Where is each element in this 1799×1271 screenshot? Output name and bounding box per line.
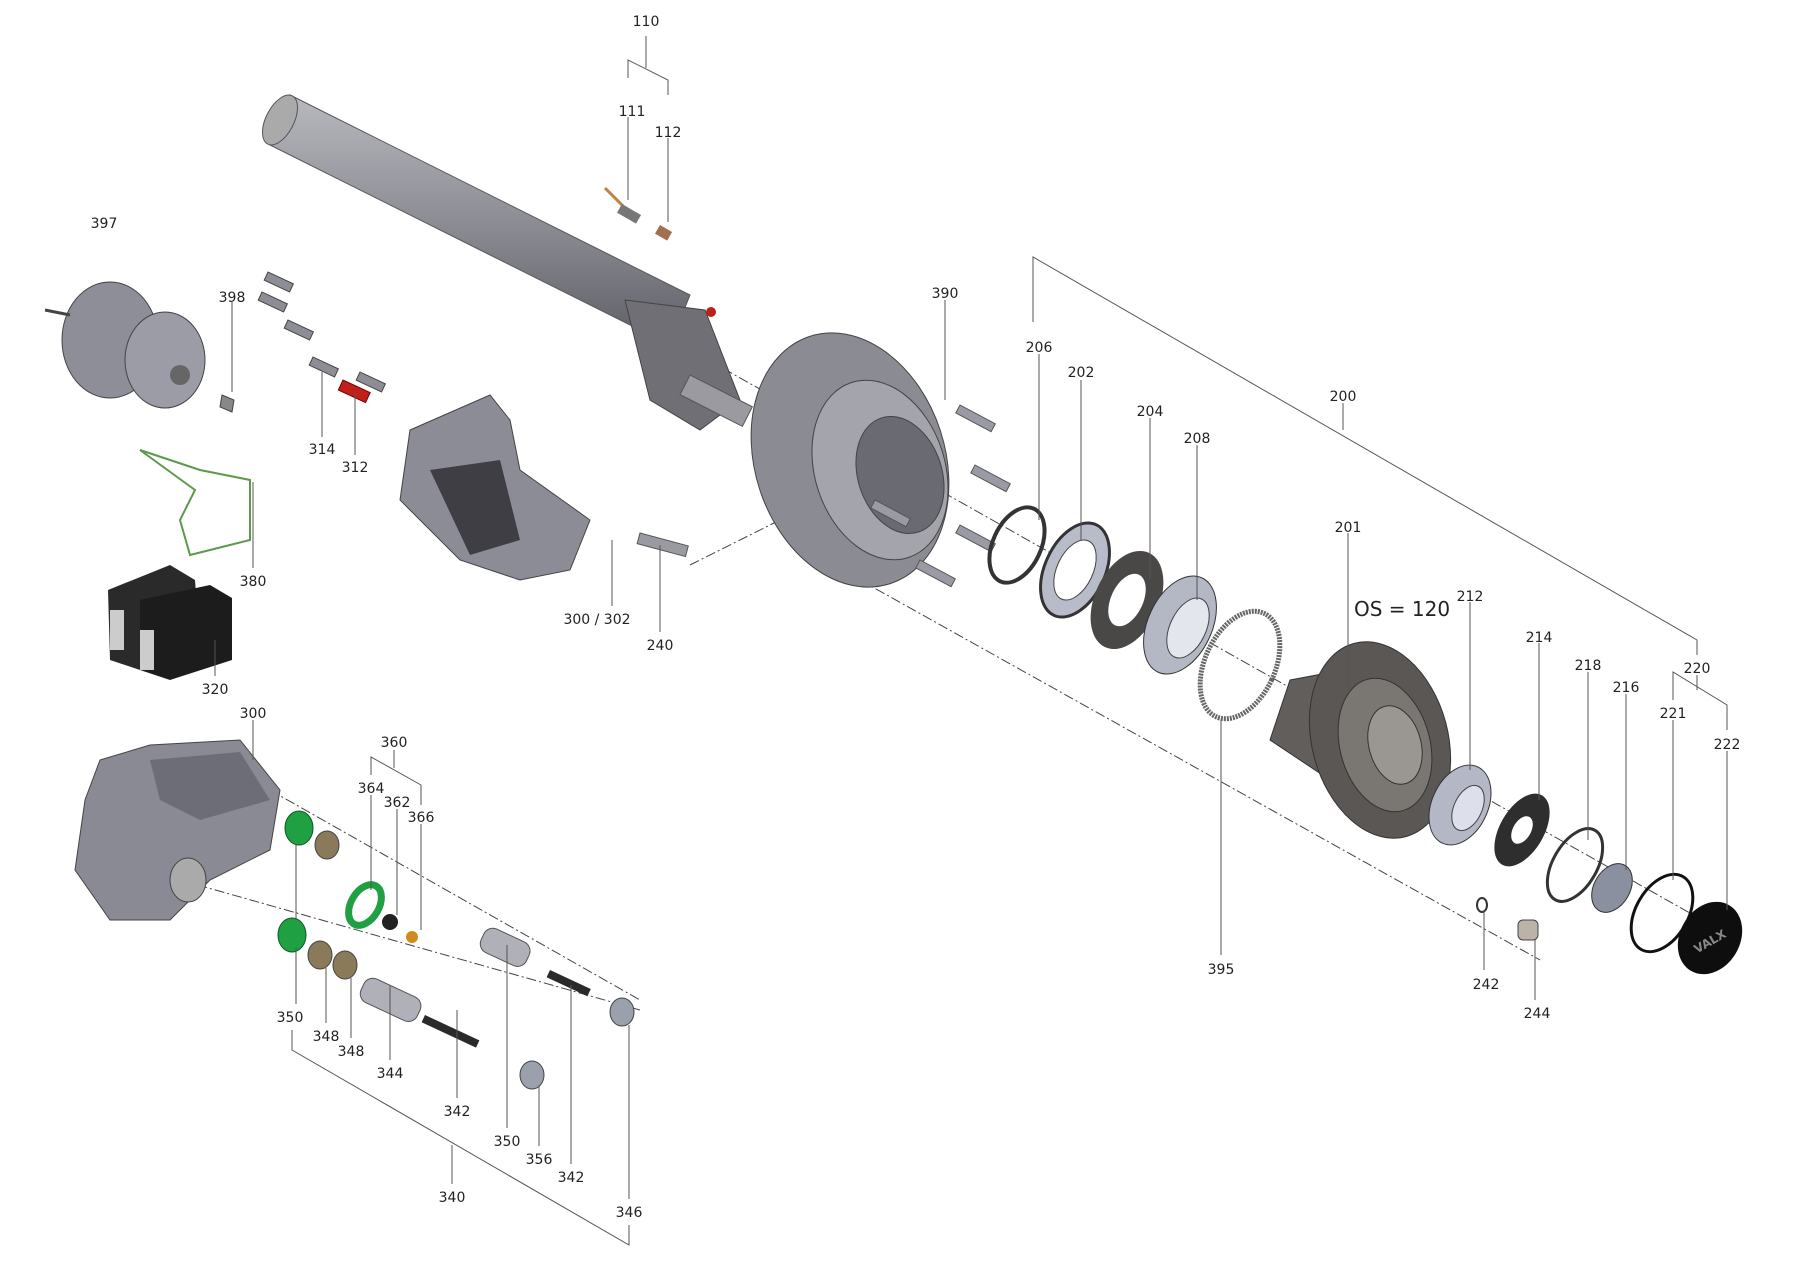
- label-390: 390: [932, 286, 959, 302]
- outer-components: VALX: [1428, 764, 1743, 975]
- label-348: 348: [338, 1044, 365, 1060]
- label-206: 206: [1026, 340, 1053, 356]
- brake-pads: [108, 565, 232, 680]
- label-380: 380: [240, 574, 267, 590]
- label-350: 350: [277, 1010, 304, 1026]
- label-240: 240: [647, 638, 674, 654]
- label-244: 244: [1524, 1006, 1551, 1022]
- label-395: 395: [1208, 962, 1235, 978]
- bolts: [257, 271, 387, 404]
- label-364: 364: [358, 781, 385, 797]
- label-397: 397: [91, 216, 118, 232]
- wheel-hub: [1269, 641, 1452, 839]
- label-300: 300: [240, 706, 267, 722]
- label-348: 348: [313, 1029, 340, 1045]
- part-labels: 110 111 112 397 398 314 312 380 320 300 …: [91, 14, 1741, 1221]
- bolt-240: [636, 532, 689, 558]
- label-110: 110: [633, 14, 660, 30]
- axle-beam: [262, 94, 754, 431]
- hub-cap: [1677, 901, 1743, 975]
- os-annotation: OS = 120: [1354, 597, 1450, 621]
- label-346: 346: [616, 1205, 643, 1221]
- label-216: 216: [1613, 680, 1640, 696]
- guide-pin-parts: [277, 810, 635, 1090]
- label-360: 360: [381, 735, 408, 751]
- brake-chamber: [44, 281, 235, 413]
- label-212: 212: [1457, 589, 1484, 605]
- label-111: 111: [619, 104, 646, 120]
- label-366: 366: [408, 810, 435, 826]
- label-220: 220: [1684, 661, 1711, 677]
- label-222: 222: [1714, 737, 1741, 753]
- leader-lines: [214, 36, 1728, 1246]
- label-342: 342: [444, 1104, 471, 1120]
- abs-sensor: [603, 186, 673, 241]
- label-398: 398: [219, 290, 246, 306]
- label-312: 312: [342, 460, 369, 476]
- label-201: 201: [1335, 520, 1362, 536]
- wear-indicator-wire: [139, 449, 251, 557]
- label-202: 202: [1068, 365, 1095, 381]
- label-300-302: 300 / 302: [563, 612, 630, 628]
- caliper: [74, 739, 281, 921]
- red-plug: [706, 307, 716, 317]
- label-214: 214: [1526, 630, 1553, 646]
- label-344: 344: [377, 1066, 404, 1082]
- label-350: 350: [494, 1134, 521, 1150]
- label-356: 356: [526, 1152, 553, 1168]
- label-221: 221: [1660, 706, 1687, 722]
- label-112: 112: [655, 125, 682, 141]
- label-218: 218: [1575, 658, 1602, 674]
- label-320: 320: [202, 682, 229, 698]
- label-242: 242: [1473, 977, 1500, 993]
- label-208: 208: [1184, 431, 1211, 447]
- brake-disc: [750, 332, 1011, 588]
- label-314: 314: [309, 442, 336, 458]
- label-342: 342: [558, 1170, 585, 1186]
- label-340: 340: [439, 1190, 466, 1206]
- center-lines: [179, 129, 1721, 1011]
- label-362: 362: [384, 795, 411, 811]
- hub-components: [987, 505, 1283, 722]
- label-204: 204: [1137, 404, 1164, 420]
- caliper-carrier: [399, 394, 591, 581]
- label-200: 200: [1330, 389, 1357, 405]
